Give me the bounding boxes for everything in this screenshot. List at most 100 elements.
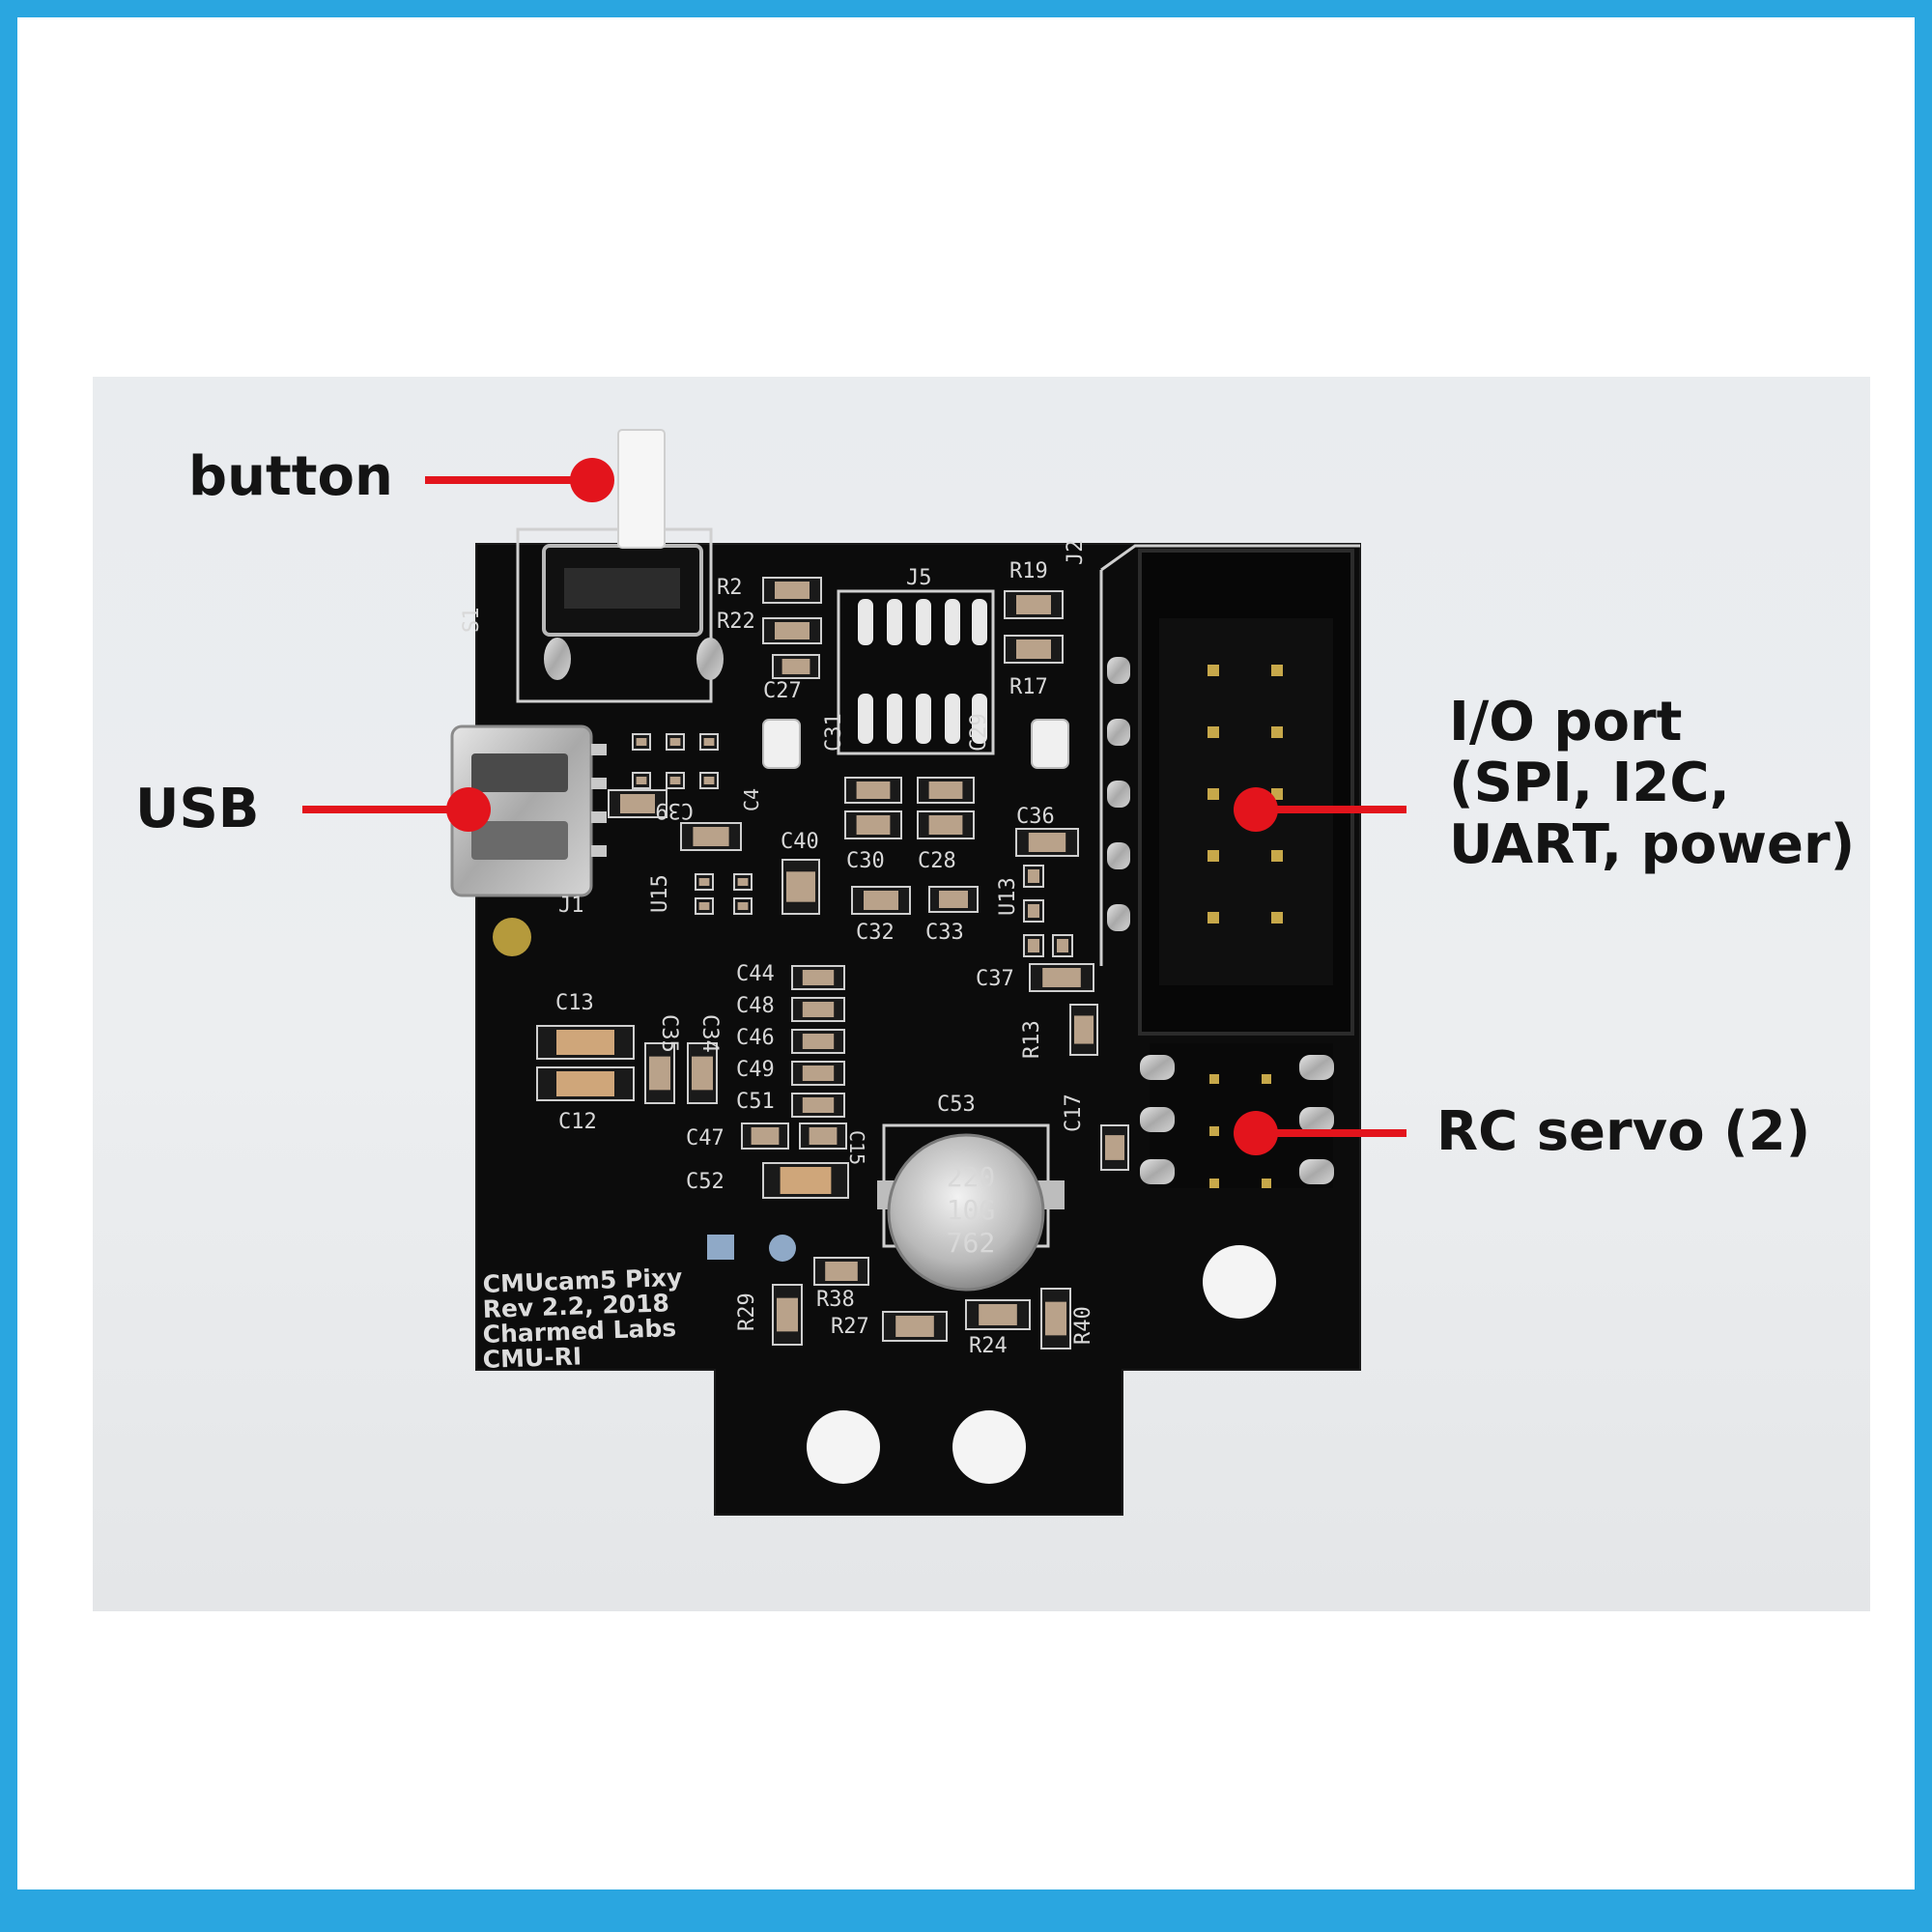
rc-servo-callout-dot <box>1234 1111 1278 1155</box>
designator-label: C46 <box>736 1026 775 1050</box>
designator-label: C47 <box>686 1126 724 1151</box>
smd-part <box>882 1311 948 1342</box>
usb-label: USB <box>135 778 260 840</box>
designator-label: C28 <box>918 849 956 873</box>
designator-label: R19 <box>1009 559 1048 583</box>
capacitor-marking-3: 762 <box>947 1227 996 1259</box>
designator-label: C34 <box>697 1014 722 1053</box>
small-connector <box>1031 719 1069 769</box>
smd-part <box>733 897 753 915</box>
smd-part <box>791 997 845 1022</box>
smd-part <box>762 577 822 604</box>
smd-part <box>644 1042 675 1104</box>
smd-part <box>733 873 753 891</box>
smd-part <box>851 886 911 915</box>
designator-label: C53 <box>937 1093 976 1117</box>
small-connector <box>762 719 801 769</box>
smd-part <box>1023 865 1044 888</box>
designator-label: R24 <box>969 1334 1008 1358</box>
smd-part <box>791 1029 845 1054</box>
capacitor-marking-2: 10G <box>947 1194 996 1226</box>
smd-part <box>1052 934 1073 957</box>
rc-servo-header <box>1140 1043 1334 1188</box>
silk-line-1: CMUcam5 Pixy <box>482 1264 683 1298</box>
designator-label: R2 <box>717 576 743 600</box>
designator-label: C52 <box>686 1170 724 1194</box>
designator-label: C37 <box>976 967 1014 991</box>
smd-part <box>741 1122 789 1150</box>
io-port-label-line-3: UART, power) <box>1449 812 1856 876</box>
io-port-label-line-1: I/O port <box>1449 691 1683 753</box>
designator-label: C33 <box>925 921 964 945</box>
designator-label: C15 <box>845 1130 868 1165</box>
electrolytic-capacitor: 220 10G 762 <box>877 1123 1065 1292</box>
designator-label: C31 <box>822 713 846 752</box>
board-silkscreen: CMUcam5 Pixy Rev 2.2, 2018 Charmed Labs … <box>482 1264 683 1374</box>
smd-part <box>844 777 902 804</box>
io-port-callout-dot <box>1234 787 1278 832</box>
io-port-label-line-2: (SPI, I2C, <box>1449 752 1730 815</box>
smd-part <box>608 789 668 818</box>
smd-part <box>536 1066 635 1101</box>
smd-part <box>791 1093 845 1118</box>
designator-label: U15 <box>648 874 672 913</box>
designator-label: R29 <box>735 1293 759 1331</box>
smd-part <box>917 777 975 804</box>
designator-label: J2 <box>1064 540 1088 566</box>
smd-part <box>1004 590 1064 619</box>
designator-label: C30 <box>846 849 885 873</box>
designator-label: C51 <box>736 1090 775 1114</box>
silk-line-4: CMU-RI <box>482 1342 582 1374</box>
smd-part <box>632 733 651 751</box>
smd-part <box>772 654 820 679</box>
gold-pad <box>493 918 531 956</box>
smd-part <box>666 772 685 789</box>
smd-part <box>699 733 719 751</box>
designator-label: C36 <box>1016 805 1055 829</box>
smd-part <box>699 772 719 789</box>
smd-part <box>695 873 714 891</box>
io-port-header <box>1099 544 1360 1036</box>
mounting-hole <box>952 1410 1026 1484</box>
designator-label: C35 <box>657 1014 681 1053</box>
silk-line-3: Charmed Labs <box>482 1314 676 1349</box>
smd-part <box>1015 828 1079 857</box>
designator-label: C44 <box>736 962 775 986</box>
smd-part <box>917 810 975 839</box>
smd-part <box>928 886 979 913</box>
callout-pointers <box>302 458 1406 1155</box>
smd-part <box>762 617 822 644</box>
smd-part <box>791 965 845 990</box>
smd-part <box>1100 1124 1129 1171</box>
designator-label: C49 <box>736 1058 775 1082</box>
mounting-hole <box>807 1410 880 1484</box>
designator-label: U13 <box>996 877 1020 916</box>
smd-part <box>687 1042 718 1104</box>
rc-servo-label: RC servo (2) <box>1436 1100 1811 1163</box>
smd-components <box>536 577 1129 1350</box>
designator-label: R40 <box>1071 1306 1095 1345</box>
smd-part <box>791 1061 845 1086</box>
designator-label: C4 <box>740 788 763 811</box>
smd-part <box>772 1284 803 1346</box>
designator-label: R22 <box>717 610 755 634</box>
smd-part <box>1004 635 1064 664</box>
designator-label: J1 <box>558 894 584 918</box>
smd-part <box>1069 1004 1098 1056</box>
smd-part <box>799 1122 847 1150</box>
smd-part <box>632 772 651 789</box>
designator-label: S1 <box>460 608 484 634</box>
button-callout-dot <box>570 458 614 502</box>
smd-part <box>762 1162 849 1199</box>
smd-part <box>781 859 820 915</box>
silk-line-2: Rev 2.2, 2018 <box>482 1289 669 1323</box>
smd-part <box>1029 963 1094 992</box>
usb-connector <box>450 724 607 897</box>
designator-label: C17 <box>1062 1094 1086 1132</box>
designator-label: C32 <box>856 921 895 945</box>
usb-callout-dot <box>446 787 491 832</box>
button-label: button <box>188 445 393 508</box>
designator-label: R13 <box>1020 1020 1044 1059</box>
